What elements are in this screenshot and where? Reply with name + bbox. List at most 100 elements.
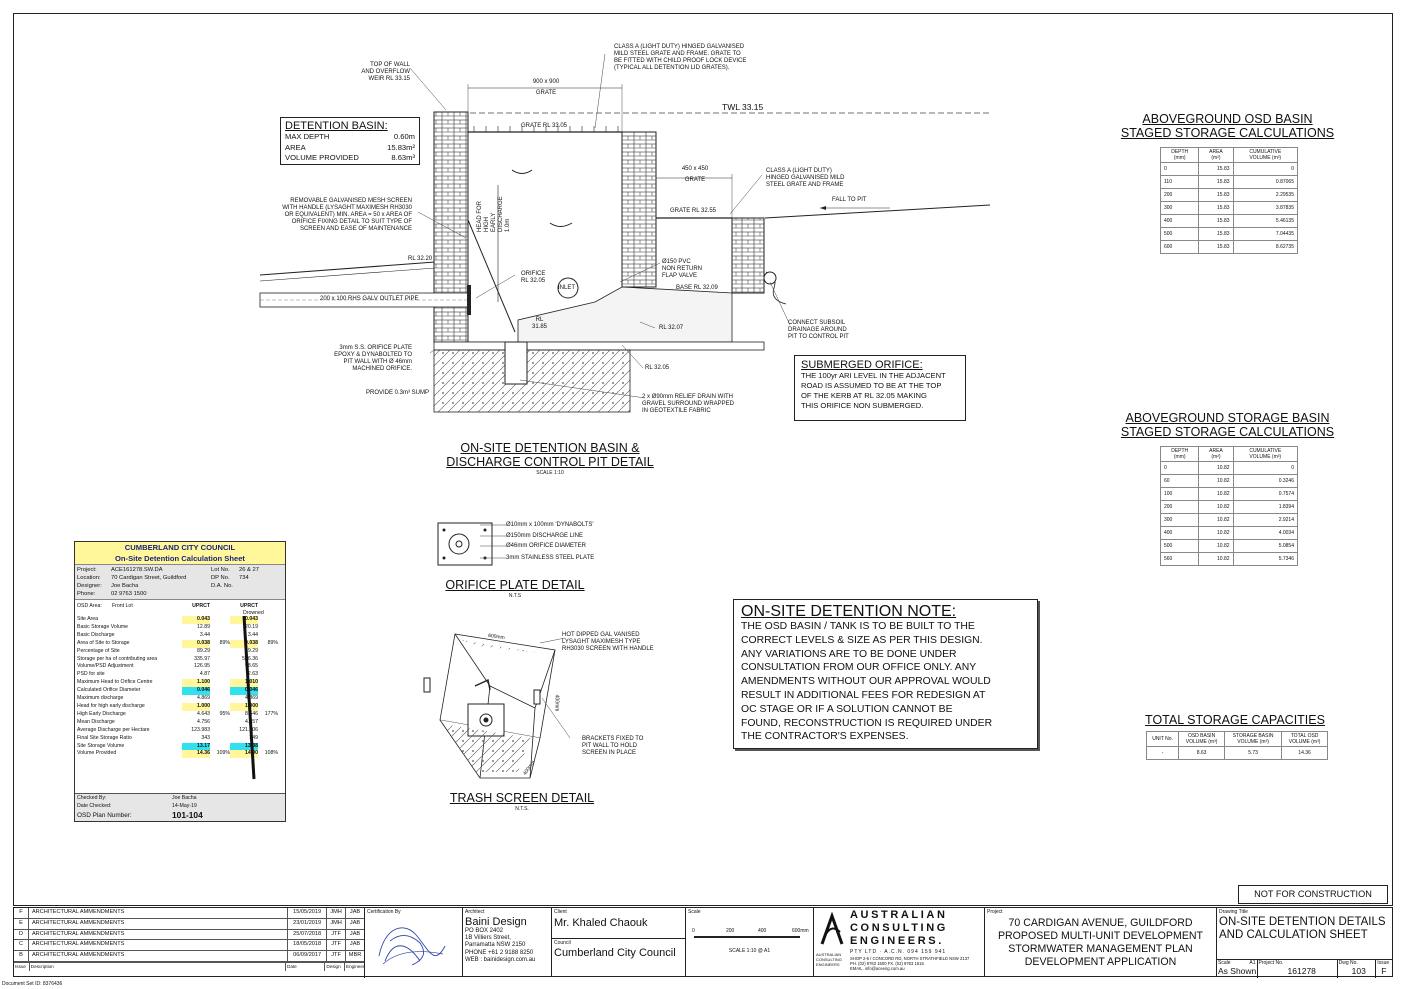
trash-screen-title: TRASH SCREEN DETAIL [449, 791, 595, 805]
total-table-header-row: UNIT No.OSD BASIN VOLUME (m³)STORAGE BAS… [1145, 731, 1328, 747]
storage-table-title-2: STAGED STORAGE CALCULATIONS [1120, 425, 1335, 439]
row-value-uprct: 4.756 [197, 718, 210, 725]
info-value: Joe Bacha [111, 583, 139, 589]
grate-rl-label: GRATE RL 33.05 [521, 123, 568, 129]
osd-table-cell: 15.83 [1198, 227, 1234, 241]
rev-engineer: JAB [349, 930, 361, 937]
drawing-title: ON-SITE DETENTION DETAILS AND CALCULATIO… [1219, 916, 1386, 941]
osd-table-header-cell: CUMULATIVE VOLUME (m³) [1232, 147, 1299, 163]
row-value-drowned: 121.406 [239, 726, 258, 733]
orifice-label-4: 3mm STAINLESS STEEL PLATE [506, 555, 595, 561]
rev-issue: B [14, 951, 29, 961]
company-small-text: AUSTRALIAN CONSULTING ENGINEERS [816, 952, 842, 967]
osd-area-value: Front Lot [112, 603, 133, 609]
orifice-rl-label: ORIFICE RL 32.05 [521, 271, 546, 284]
row-label: Maximum Head to Orifice Centre [77, 679, 153, 686]
row-value-uprct: 0.038 [182, 639, 210, 648]
row-value-drowned: 1.000 [230, 702, 258, 711]
meta-scale-header: Scale [1218, 960, 1231, 966]
worksheet-sheet-title: On-Site Detention Calculation Sheet [115, 554, 245, 563]
osd-table-title-2: STAGED STORAGE CALCULATIONS [1120, 126, 1335, 140]
project-panel: Project 70 CARDIGAN AVENUE, GUILDFORD PR… [985, 908, 1217, 977]
total-table-cell: 8.63 [1178, 746, 1225, 760]
storage-table-title-1: ABOVEGROUND STORAGE BASIN [1125, 411, 1330, 425]
drawing-title-panel: Drawing Title ON-SITE DETENTION DETAILS … [1217, 908, 1393, 978]
twl-label: TWL 33.15 [722, 102, 764, 112]
pvc-valve-label: Ø150 PVC NON RETURN FLAP VALVE [662, 259, 702, 279]
orifice-label-1: Ø10mm x 100mm 'DYNABOLTS' [506, 522, 594, 528]
row-pct-drowned: 177% [264, 710, 278, 717]
info-value2: 26 & 27 [239, 567, 259, 573]
meta-projno-header: Project No. [1258, 960, 1284, 966]
osd-table-cell: 15.83 [1198, 188, 1234, 202]
storage-table-cell: 500 [1159, 539, 1200, 553]
rev-date: 25/07/2018 [288, 929, 328, 940]
row-label: Volume Provided [77, 750, 117, 757]
row-value-uprct: 335.97 [194, 655, 210, 662]
row-label: Percentage of Site [77, 647, 120, 654]
rev-desc: ARCHITECTURAL AMMENDMENTS [29, 918, 289, 929]
company-logo [820, 912, 844, 945]
storage-table-cell: 560 [1159, 552, 1200, 566]
row-value-drowned: 2.63 [247, 671, 258, 678]
info-value2 [239, 590, 279, 598]
storage-table-cell: 60 [1159, 474, 1200, 488]
total-table-header-cell: UNIT No. [1145, 731, 1180, 747]
info-value2: 734 [239, 575, 249, 581]
info-label2 [211, 590, 239, 598]
orifice-plate-label: 3mm S.S. ORIFICE PLATE EPOXY & DYNABOLTE… [334, 345, 412, 372]
storage-table-cell: 10.82 [1198, 552, 1234, 566]
info-label2: Lot No. [211, 567, 230, 573]
row-label: Site Area [77, 616, 99, 622]
rev-engineer: MBR [348, 952, 362, 959]
storage-table-header-cell: CUMULATIVE VOLUME (m³) [1232, 446, 1299, 462]
scale-note: SCALE 1:10 @ A1 [728, 948, 771, 954]
osd-table-title-1: ABOVEGROUND OSD BASIN [1142, 112, 1313, 126]
storage-table-cell: 1.8394 [1232, 500, 1299, 514]
submerged-orifice-box: SUBMERGED ORIFICE: THE 100yr ARI LEVEL I… [794, 355, 966, 421]
row-label: Mean Discharge [77, 718, 115, 725]
row-value-drowned: 3.44 [247, 631, 258, 638]
storage-table-cell: 100 [1159, 487, 1200, 501]
outlet-pipe-label: 200 x 100 RHS GALV OUTLET PIPE [320, 296, 419, 302]
rev-desc: ARCHITECTURAL AMMENDMENTS [29, 908, 289, 918]
worksheet-header: CUMBERLAND CITY COUNCIL On-Site Detentio… [75, 542, 285, 565]
osd-table-cell: 200 [1159, 188, 1200, 202]
storage-table-cell: 400 [1159, 526, 1200, 540]
scale-bar: 0 200 400 600mm [692, 928, 809, 942]
checked-by-label: Checked By: [77, 795, 107, 801]
rev-design: JTF [327, 940, 347, 951]
trash-screen-label: HOT DIPPED GAL VANISED LYSAGHT MAXIMESH … [562, 632, 654, 652]
storage-table-cell: 2.9214 [1232, 513, 1299, 527]
scale-tick-0: 0 [692, 928, 695, 934]
grate-word2-label: GRATE [684, 177, 706, 183]
osd-table-cell: 15.83 [1198, 214, 1234, 228]
class-a-grate-label: CLASS A (LIGHT DUTY) HINGED GALVANISED M… [614, 44, 747, 71]
total-table-header-cell: STORAGE BASIN VOLUME (m³) [1223, 731, 1283, 747]
relief-drain-label: 2 x Ø90mm RELIEF DRAIN WITH GRAVEL SURRO… [642, 394, 735, 414]
sump-label: PROVIDE 0.3m³ SUMP [366, 390, 430, 396]
osd-table-cell: 0.87065 [1232, 175, 1299, 189]
worksheet-info-row: Phone:02 9763 1500 [77, 590, 283, 598]
project-label: Project [987, 909, 1003, 915]
info-label2: D.A. No. [211, 583, 233, 589]
osd-table-cell: 0 [1232, 162, 1299, 176]
company-line-1: AUSTRALIAN [850, 909, 948, 921]
row-label: Final Site Storage Ratio [77, 734, 132, 741]
detention-basin-title: DETENTION BASIN: [285, 120, 388, 132]
osd-table-cell: 7.04435 [1232, 227, 1299, 241]
rev-engineer: JAB [349, 941, 361, 948]
calculation-worksheet: CUMBERLAND CITY COUNCIL On-Site Detentio… [74, 541, 286, 822]
